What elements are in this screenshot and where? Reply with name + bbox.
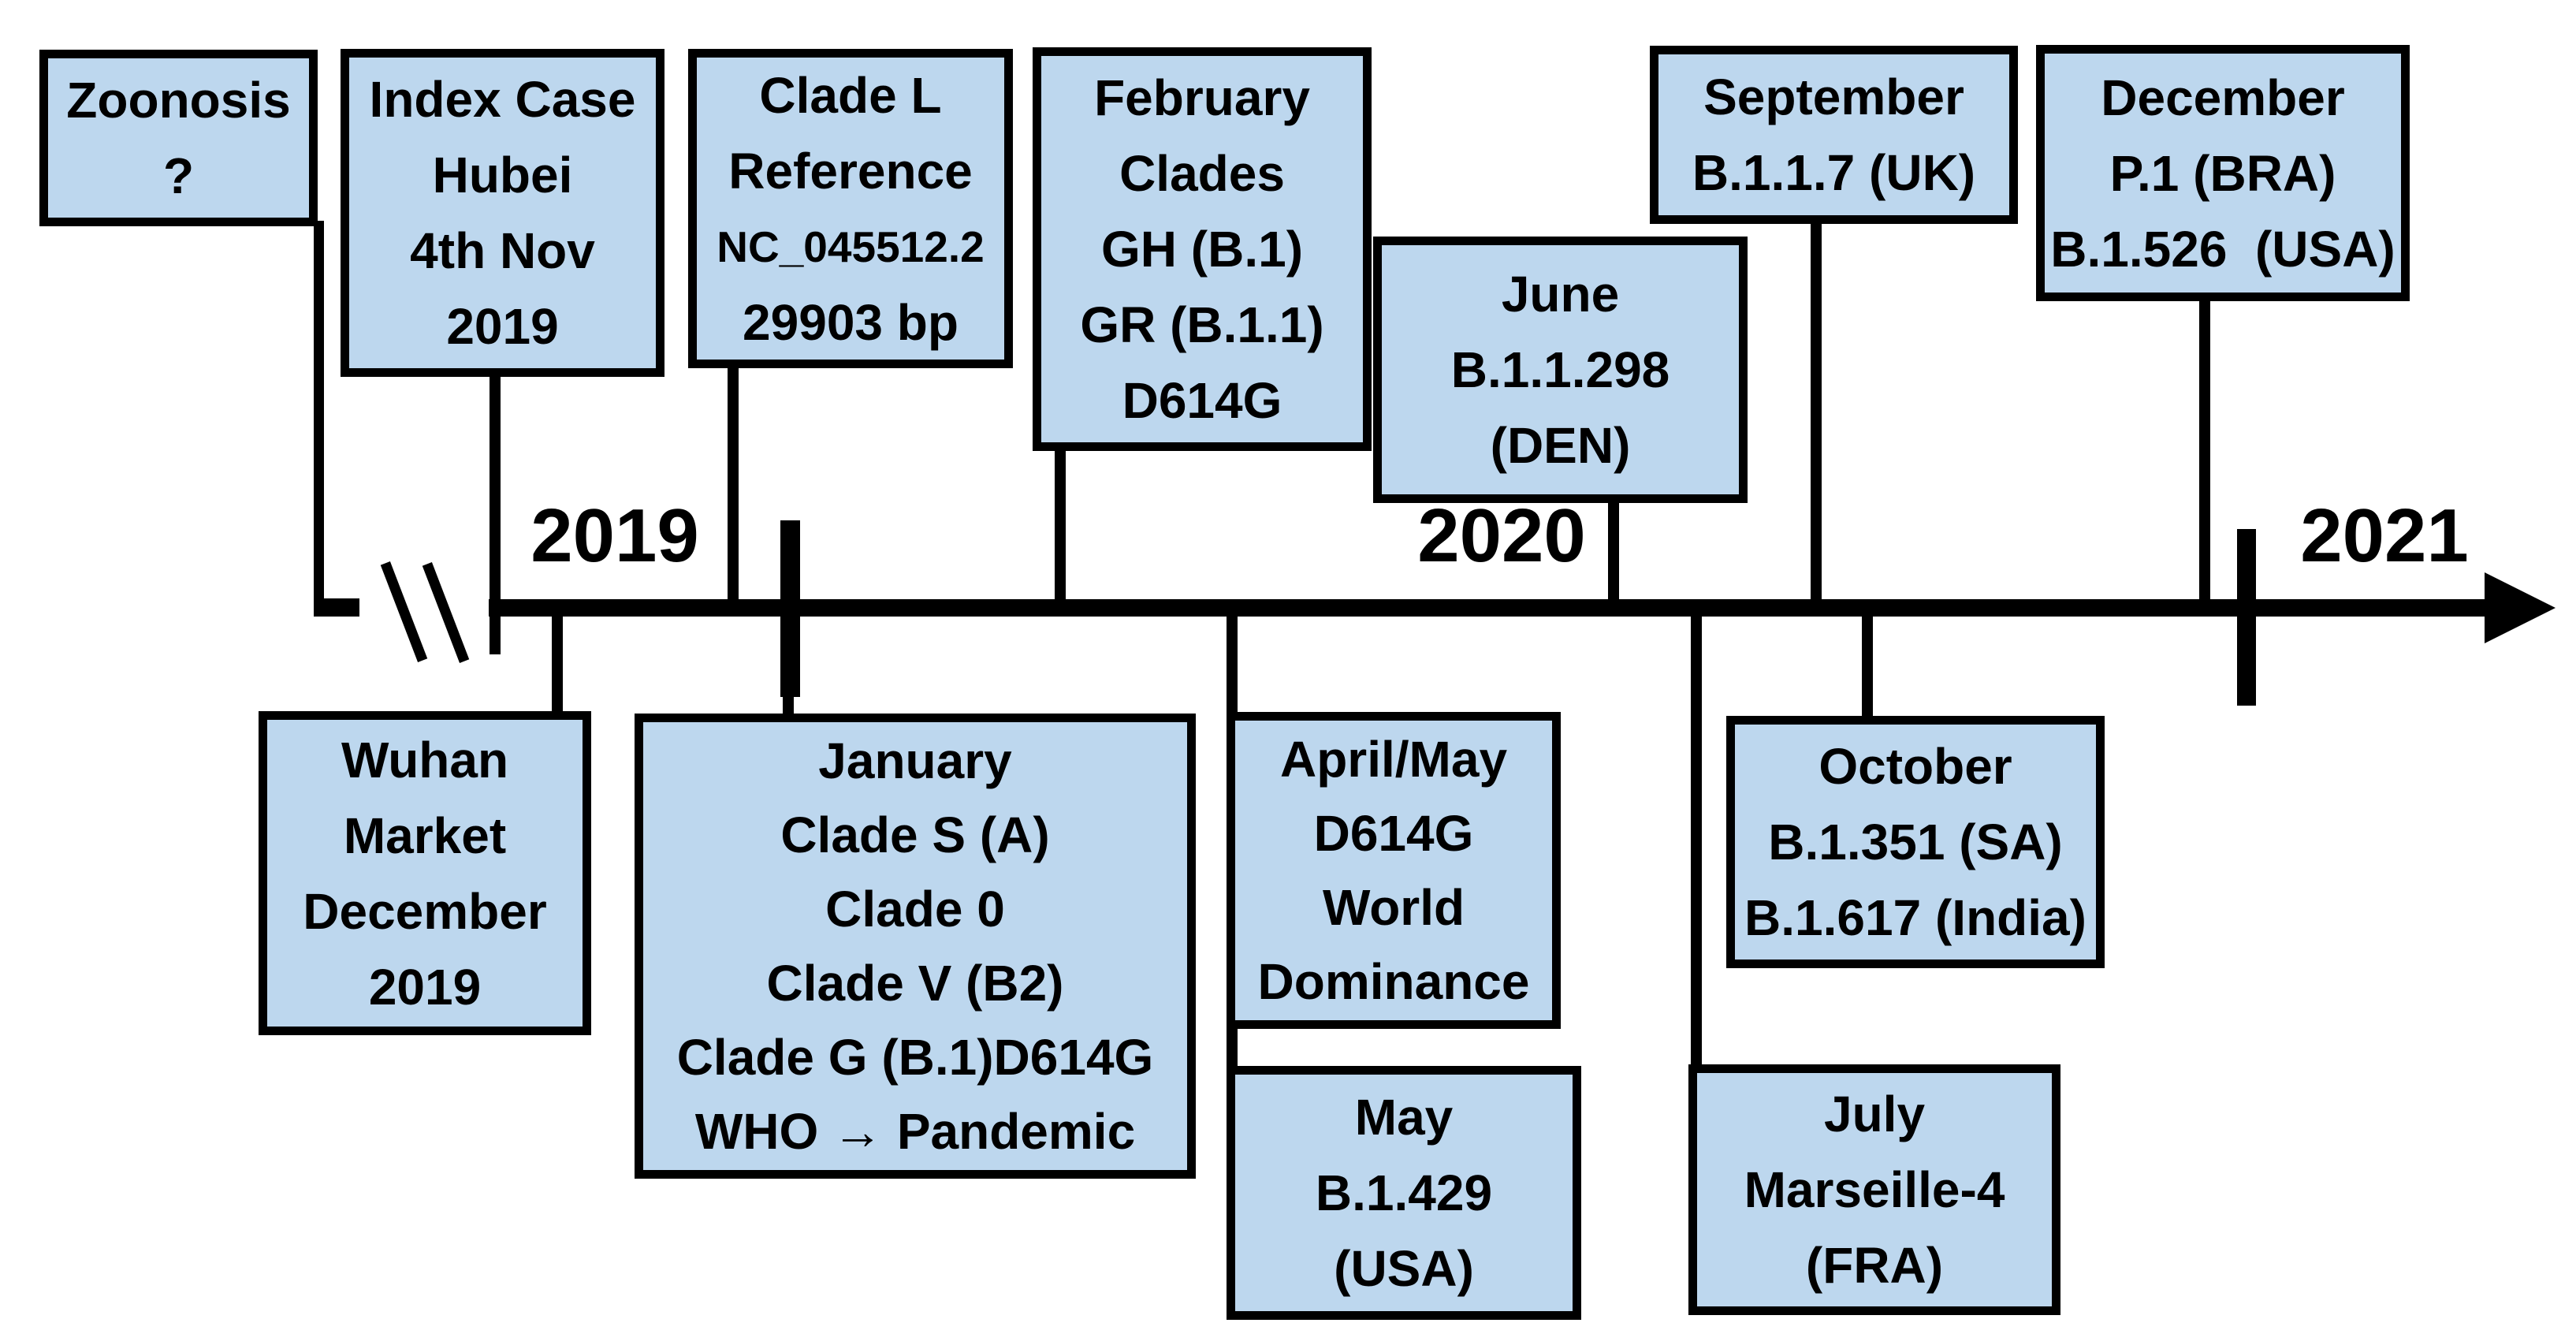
event-text-line: B.1.617 (India) xyxy=(1744,889,2086,946)
event-box-february: February Clades GH (B.1) GR (B.1.1) D614… xyxy=(1033,47,1372,451)
event-text-line: GH (B.1) xyxy=(1101,221,1303,278)
event-text-line: Clades xyxy=(1119,145,1285,202)
connector-july xyxy=(1691,607,1702,1072)
year-label-2021: 2021 xyxy=(2300,494,2469,578)
event-text-line: July xyxy=(1823,1086,1926,1142)
event-box-june: June B.1.1.298 (DEN) xyxy=(1373,237,1748,503)
event-text-line: B.1.429 xyxy=(1315,1164,1493,1221)
event-text-line: (USA) xyxy=(1334,1240,1474,1297)
event-box-zoonosis: Zoonosis ? xyxy=(39,50,318,226)
event-text-line: B.1.1.7 (UK) xyxy=(1692,144,1976,201)
connector-september xyxy=(1811,218,1822,607)
event-text-line: WHO → Pandemic xyxy=(694,1103,1136,1160)
event-text-line: June xyxy=(1501,266,1620,322)
connector-clade-l xyxy=(728,361,739,607)
connector-december xyxy=(2199,294,2210,607)
event-text-line: 4th Nov xyxy=(410,222,595,279)
timeline-tick-2021-start xyxy=(2237,529,2256,706)
timeline-break-slash-2 xyxy=(422,562,470,663)
event-text-line: 2019 xyxy=(368,958,482,1015)
event-text-line: February xyxy=(1094,69,1310,126)
event-text-line: May xyxy=(1354,1089,1454,1146)
event-text-line: December xyxy=(2101,69,2345,126)
event-text-line: Hubei xyxy=(432,147,573,203)
event-box-wuhan: Wuhan Market December 2019 xyxy=(259,711,591,1035)
event-text-line: B.1.351 (SA) xyxy=(1768,814,2063,870)
event-text-line: Index Case xyxy=(369,71,636,128)
year-label-2019: 2019 xyxy=(530,494,699,578)
event-box-december: December P.1 (BRA) B.1.526 (USA) xyxy=(2036,45,2410,301)
event-text-line: Marseille-4 xyxy=(1744,1161,2005,1218)
connector-october xyxy=(1862,607,1873,724)
event-text-line: Dominance xyxy=(1257,953,1530,1010)
event-text-line: Clade L xyxy=(759,66,942,124)
event-text-line: Clade G (B.1)D614G xyxy=(676,1029,1154,1086)
connector-wuhan xyxy=(552,607,563,717)
event-text-line: 2019 xyxy=(446,298,559,355)
event-text-line: April/May xyxy=(1279,731,1508,788)
timeline-start-stub xyxy=(314,598,359,617)
event-text-line: October xyxy=(1818,738,2012,795)
connector-january xyxy=(783,607,794,721)
connector-index-case xyxy=(490,371,501,654)
event-box-july: July Marseille-4 (FRA) xyxy=(1688,1064,2060,1315)
event-text-line: B.1.526 (USA) xyxy=(2050,220,2395,278)
connector-zoonosis xyxy=(314,221,324,617)
connector-february xyxy=(1055,444,1066,607)
event-text-line: Clade 0 xyxy=(825,881,1005,937)
event-text-line: January xyxy=(818,732,1012,789)
event-text-line: December xyxy=(303,882,547,940)
event-box-october: October B.1.351 (SA) B.1.617 (India) xyxy=(1726,716,2105,968)
event-text-line: NC_045512.2 xyxy=(717,222,985,271)
event-text-line: D614G xyxy=(1313,805,1474,862)
event-text-line: 29903 bp xyxy=(743,293,959,351)
event-text-line: (FRA) xyxy=(1805,1237,1944,1294)
event-text-line: B.1.1.298 xyxy=(1450,341,1670,398)
event-text-line: September xyxy=(1703,69,1964,125)
event-text-line: Clade S (A) xyxy=(780,807,1050,863)
timeline-break-slash-1 xyxy=(380,561,428,662)
year-label-2020: 2020 xyxy=(1417,494,1586,578)
event-box-september: September B.1.1.7 (UK) xyxy=(1650,46,2018,224)
event-text-line: (DEN) xyxy=(1490,417,1631,474)
event-box-clade-l: Clade L Reference NC_045512.2 29903 bp xyxy=(688,49,1013,368)
event-box-april-may: April/May D614G World Dominance xyxy=(1227,712,1561,1029)
event-text-line: World xyxy=(1322,879,1465,936)
event-text-line: P.1 (BRA) xyxy=(2109,144,2336,202)
event-text-line: Market xyxy=(343,807,507,864)
event-text-line: GR (B.1.1) xyxy=(1080,296,1324,353)
event-box-may: May B.1.429 (USA) xyxy=(1227,1066,1581,1320)
event-text-line: D614G xyxy=(1122,372,1282,429)
event-text-line: Clade V (B2) xyxy=(766,955,1064,1012)
event-box-january: January Clade S (A) Clade 0 Clade V (B2)… xyxy=(635,714,1196,1179)
connector-june xyxy=(1608,495,1619,607)
timeline-arrowhead xyxy=(2485,572,2556,643)
event-text-line: Reference xyxy=(728,142,973,199)
event-text-line: ? xyxy=(162,147,195,204)
event-text-line: Wuhan xyxy=(341,731,509,788)
event-box-index-case: Index Case Hubei 4th Nov 2019 xyxy=(341,49,664,377)
timeline-axis xyxy=(489,599,2495,617)
event-text-line: Zoonosis xyxy=(66,72,291,129)
